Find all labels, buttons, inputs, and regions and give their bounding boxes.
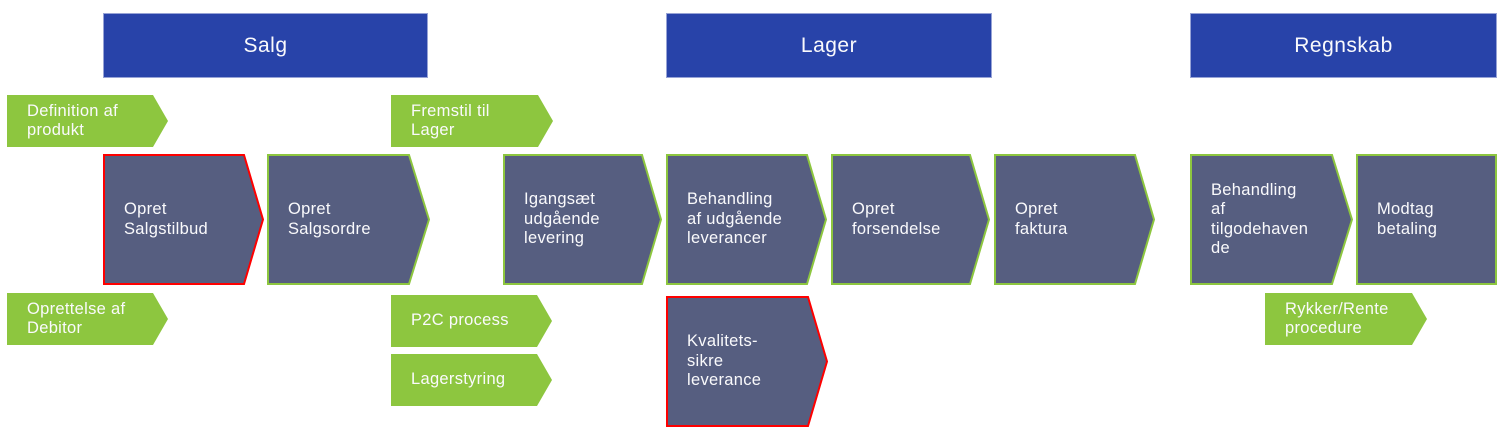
support-step-label: Lagerstyring bbox=[411, 370, 506, 389]
section-header-label: Salg bbox=[243, 33, 288, 57]
chevron-shape bbox=[7, 95, 168, 147]
chevron-shape bbox=[391, 295, 552, 347]
section-header-regnskab: Regnskab bbox=[1190, 13, 1497, 78]
support-step-p2c-process: P2C process bbox=[391, 295, 552, 347]
process-step-modtag-betaling: Modtag betaling bbox=[1356, 154, 1497, 285]
support-step-definition-af-produkt: Definition af produkt bbox=[7, 95, 168, 147]
process-step-opret-salgsordre: Opret Salgsordre bbox=[267, 154, 430, 285]
process-step-label: Opret faktura bbox=[1015, 200, 1068, 238]
rect-shape bbox=[1356, 154, 1497, 285]
process-step-behandling-af-udgaaende-leverancer: Behandling af udgående leverancer bbox=[666, 154, 827, 285]
process-step-opret-faktura: Opret faktura bbox=[994, 154, 1155, 285]
support-step-fremstil-til-lager: Fremstil til Lager bbox=[391, 95, 553, 147]
support-step-oprettelse-af-debitor: Oprettelse af Debitor bbox=[7, 293, 168, 345]
chevron-shape bbox=[391, 354, 552, 406]
arrow-shape bbox=[267, 154, 430, 285]
support-step-label: P2C process bbox=[411, 311, 509, 330]
process-step-label: Kvalitets- sikre leverance bbox=[687, 332, 762, 390]
process-step-label: Opret Salgstilbud bbox=[124, 200, 209, 238]
support-step-label: Definition af produkt bbox=[27, 101, 119, 139]
arrow-shape bbox=[831, 154, 990, 285]
support-step-lagerstyring: Lagerstyring bbox=[391, 354, 552, 406]
chevron-shape bbox=[391, 95, 553, 147]
arrow-shape bbox=[1190, 154, 1353, 285]
section-header-lager: Lager bbox=[666, 13, 992, 78]
process-step-opret-salgstilbud: Opret Salgstilbud bbox=[103, 154, 264, 285]
support-step-label: Oprettelse af Debitor bbox=[27, 299, 126, 337]
chevron-shape bbox=[7, 293, 168, 345]
chevron-shape bbox=[1265, 293, 1427, 345]
process-step-label: Opret forsendelse bbox=[852, 200, 941, 238]
section-header-label: Lager bbox=[800, 33, 858, 57]
process-step-label: Behandling af tilgodehaven de bbox=[1211, 180, 1309, 257]
process-step-igangsaet-udgaaende-levering: Igangsæt udgående levering bbox=[503, 154, 662, 285]
section-header-label: Regnskab bbox=[1294, 33, 1393, 57]
support-step-rykker-rente-procedure: Rykker/Rente procedure bbox=[1265, 293, 1427, 345]
process-step-label: Igangsæt udgående levering bbox=[524, 190, 600, 248]
process-step-label: Modtag betaling bbox=[1377, 200, 1438, 238]
process-step-behandling-af-tilgodehavende: Behandling af tilgodehaven de bbox=[1190, 154, 1353, 285]
process-step-label: Behandling af udgående leverancer bbox=[687, 190, 783, 248]
process-step-opret-forsendelse: Opret forsendelse bbox=[831, 154, 990, 285]
section-header-salg: Salg bbox=[103, 13, 428, 78]
arrow-shape bbox=[666, 154, 827, 285]
process-step-kvalitets-sikre-leverance: Kvalitets- sikre leverance bbox=[666, 296, 828, 427]
arrow-shape bbox=[666, 296, 828, 427]
support-step-label: Rykker/Rente procedure bbox=[1285, 299, 1389, 337]
process-step-label: Opret Salgsordre bbox=[288, 200, 371, 238]
arrow-shape bbox=[503, 154, 662, 285]
arrow-shape bbox=[103, 154, 264, 285]
arrow-shape bbox=[994, 154, 1155, 285]
support-step-label: Fremstil til Lager bbox=[411, 101, 490, 139]
